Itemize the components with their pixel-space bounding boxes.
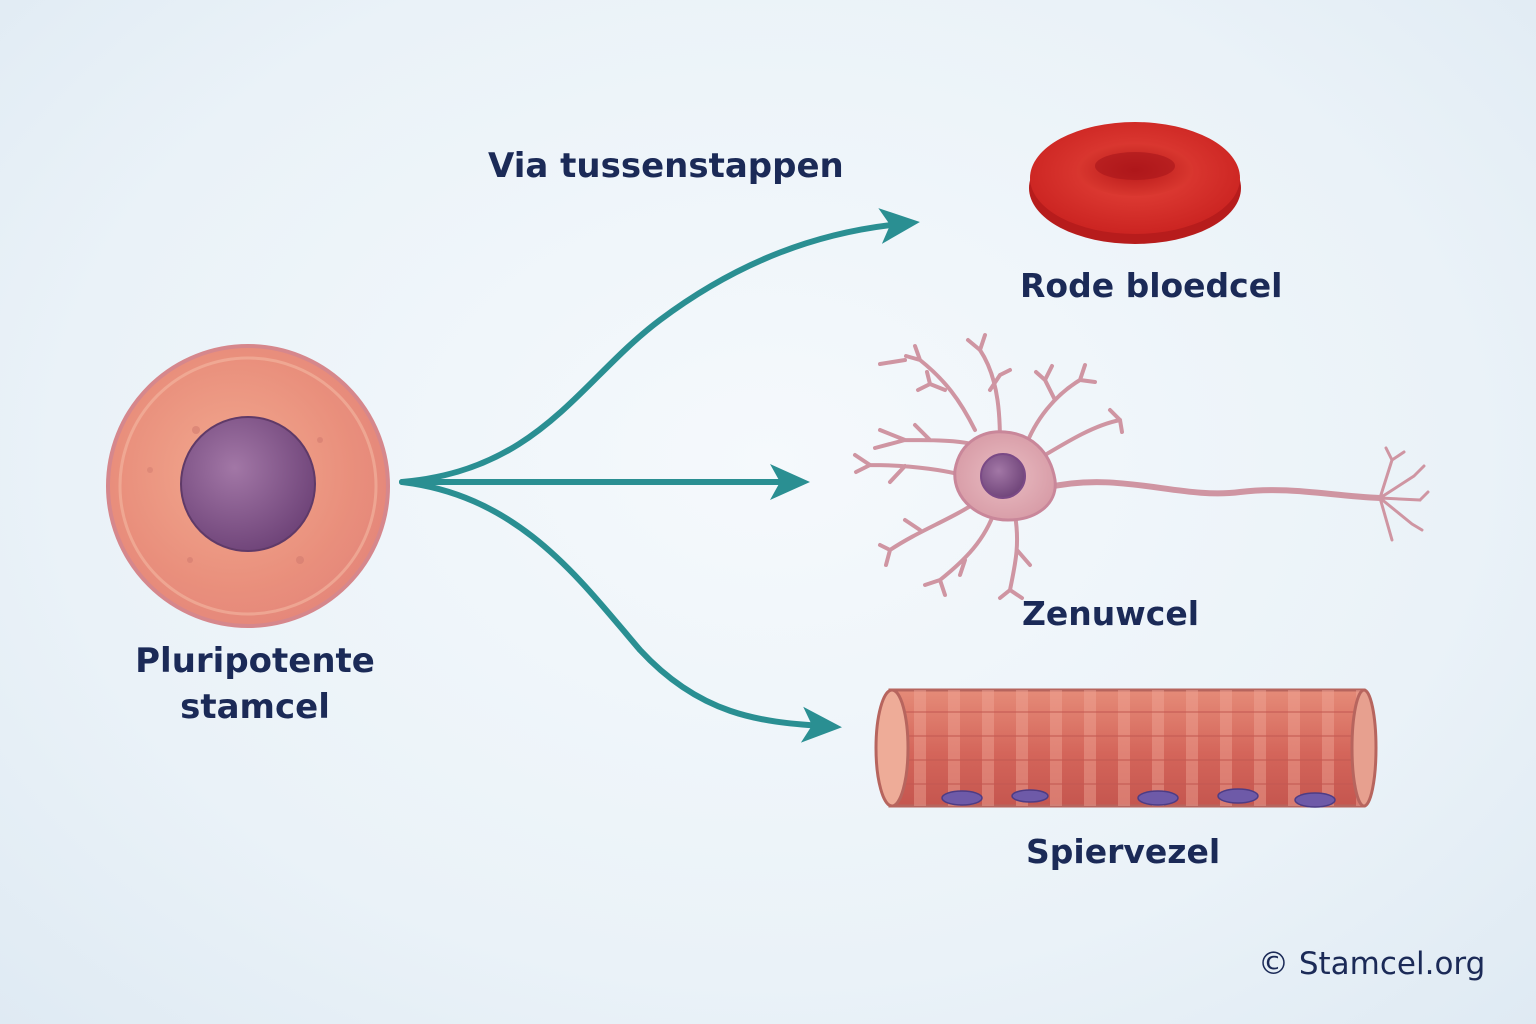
differentiation-arrows xyxy=(399,208,920,743)
arrow-to-muscle-fiber xyxy=(399,479,842,743)
stem-cell-label-line2: stamcel xyxy=(180,687,330,727)
arrow-to-red-blood-cell xyxy=(399,208,920,485)
stem-cell xyxy=(106,344,390,628)
copyright-notice: © Stamcel.org xyxy=(1258,946,1486,982)
muscle-fiber xyxy=(874,688,1378,808)
pathway-label: Via tussenstappen xyxy=(488,146,844,186)
muscle-fiber-cross-section xyxy=(874,688,910,808)
stem-cell-label-line1: Pluripotente xyxy=(135,641,375,681)
red-blood-cell xyxy=(1029,122,1241,244)
stem-cell-label: Pluripotente stamcel xyxy=(120,638,390,730)
red-blood-cell-label: Rode bloedcel xyxy=(1020,266,1283,305)
axon xyxy=(1042,479,1383,501)
stem-cell-nucleus xyxy=(180,416,316,552)
muscle-nuclei xyxy=(941,788,1336,808)
muscle-fiber-label: Spiervezel xyxy=(1026,832,1221,871)
nerve-cell xyxy=(853,333,1430,600)
nerve-cell-label: Zenuwcel xyxy=(1022,594,1200,633)
neuron-nucleus xyxy=(980,453,1026,499)
